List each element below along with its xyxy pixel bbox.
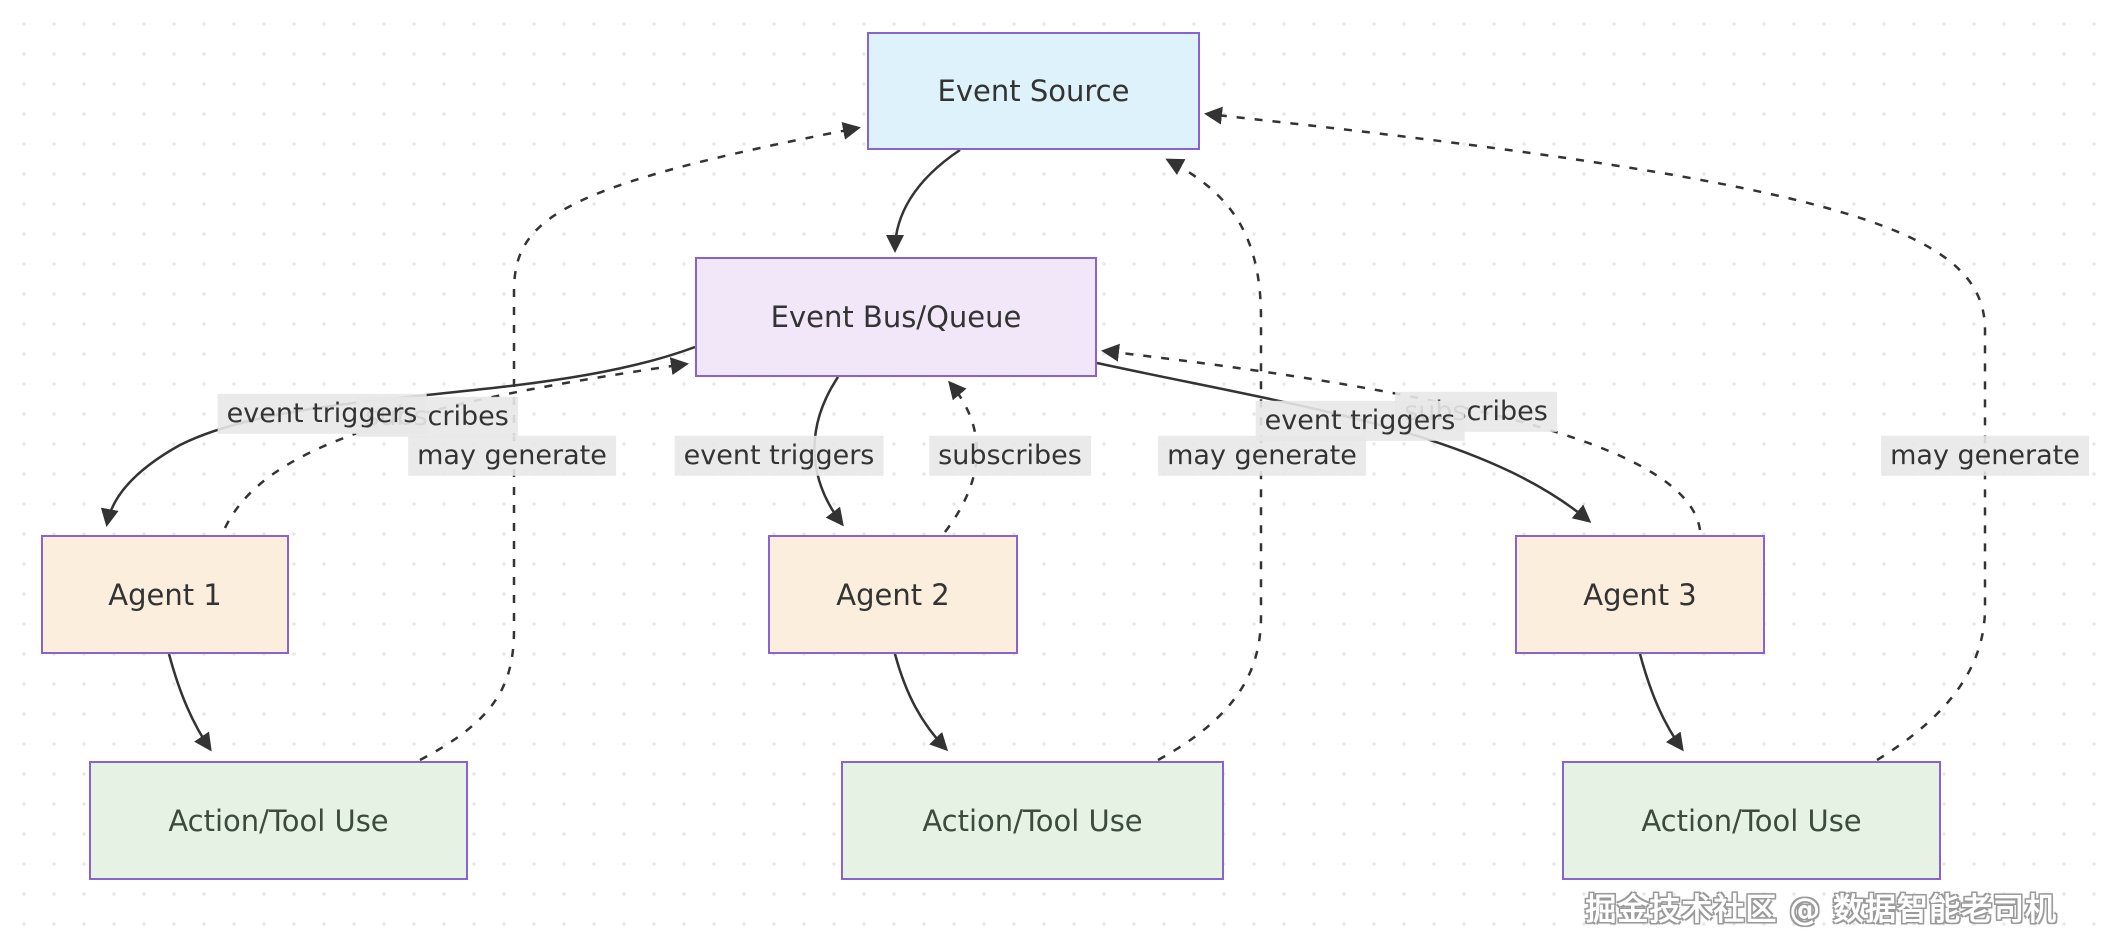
node-agent-3: Agent 3 <box>1515 535 1765 654</box>
edge-agent2-subscribes-bus <box>944 380 978 533</box>
edge-label-may-generate-right: may generate <box>1881 435 2089 477</box>
edge-label-event-triggers-left: event triggers <box>217 393 427 435</box>
node-action-tool-use-1: Action/Tool Use <box>89 761 468 880</box>
edge-event-source-to-bus <box>886 148 961 253</box>
edge-label-event-triggers-center: event triggers <box>674 435 884 477</box>
edge-action2-may-generate-source <box>1157 158 1263 762</box>
node-event-source: Event Source <box>867 32 1200 150</box>
watermark-text: 掘金技术社区 @ 数据智能老司机 <box>1585 892 2057 928</box>
node-agent-1: Agent 1 <box>41 535 289 654</box>
edge-label-subscribes-center: subscribes <box>929 435 1091 477</box>
edge-label-may-generate-left: may generate <box>408 435 616 477</box>
node-action-tool-use-2: Action/Tool Use <box>841 761 1224 880</box>
node-event-bus-queue: Event Bus/Queue <box>695 257 1097 377</box>
edge-agent2-to-action2 <box>893 653 949 752</box>
node-agent-2: Agent 2 <box>768 535 1018 654</box>
edge-label-may-generate-center: may generate <box>1158 435 1366 477</box>
edge-action1-may-generate-source <box>419 121 861 762</box>
edge-label-event-triggers-right: event triggers <box>1255 400 1465 442</box>
node-action-tool-use-3: Action/Tool Use <box>1562 761 1941 880</box>
edge-agent3-to-action3 <box>1638 653 1684 752</box>
edge-agent1-to-action1 <box>167 653 212 752</box>
edge-agent3-subscribes-bus <box>1101 343 1702 531</box>
